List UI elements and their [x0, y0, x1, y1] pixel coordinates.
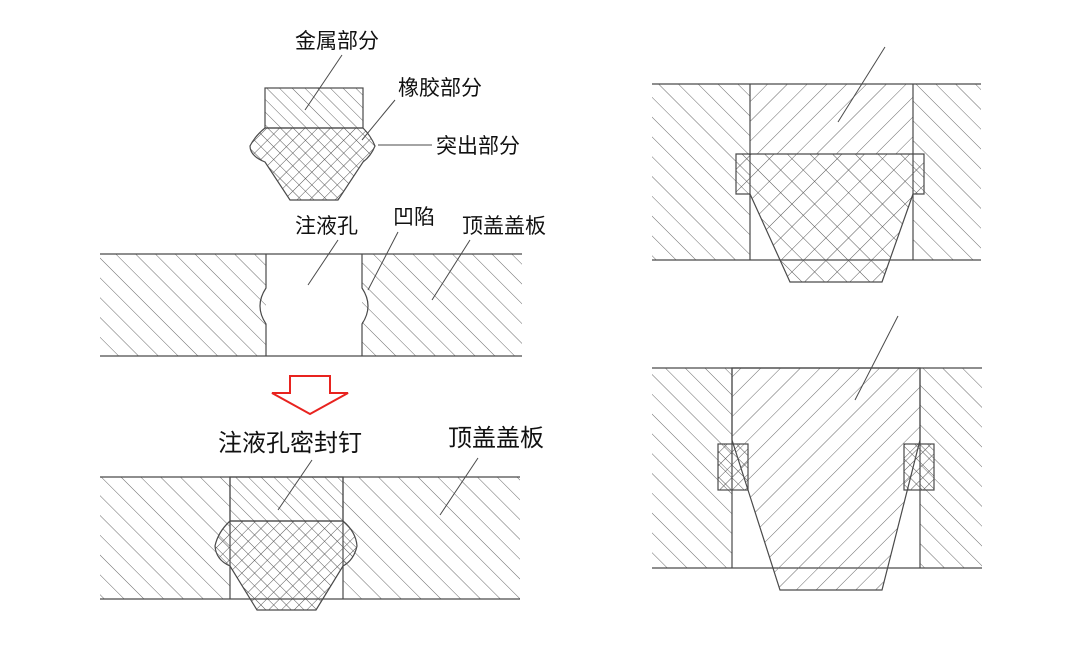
down-arrow-icon — [271, 375, 349, 416]
leaders-middle — [307, 231, 471, 301]
label-recess: 凹陷 — [393, 205, 435, 229]
metal-part-shape — [264, 87, 364, 129]
label-rubber-part: 橡胶部分 — [398, 76, 482, 100]
label-top-cover-plate-1: 顶盖盖板 — [462, 214, 546, 238]
label-protrusion: 突出部分 — [436, 134, 520, 158]
right-bottom-ring-left — [717, 443, 749, 491]
rubber-part-shape — [249, 127, 376, 201]
assembled-rubber-part — [214, 520, 358, 611]
assembled-plate — [100, 476, 520, 611]
right-top-section — [652, 46, 981, 283]
right-top-rubber — [735, 153, 925, 283]
leaders-bottom — [277, 457, 479, 516]
label-seal-nail: 注液孔密封钉 — [218, 429, 362, 457]
right-bottom-ring-right — [903, 443, 935, 491]
right-bottom-plug — [731, 367, 921, 591]
assembled-metal-part — [229, 476, 344, 522]
leaders-top — [304, 54, 432, 146]
plate-with-fill-hole — [100, 253, 522, 357]
right-bottom-section — [652, 315, 982, 591]
label-fill-hole: 注液孔 — [295, 214, 358, 238]
label-metal-part: 金属部分 — [295, 29, 379, 53]
label-top-cover-plate-2: 顶盖盖板 — [448, 424, 544, 452]
seal-nail-standalone — [249, 87, 376, 201]
